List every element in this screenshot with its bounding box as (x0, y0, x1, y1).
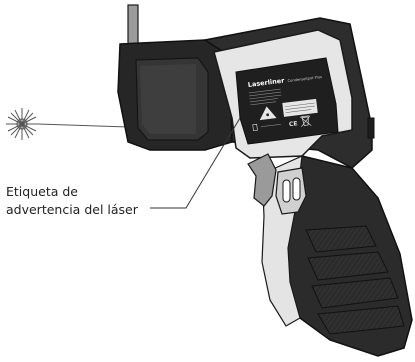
side-button (367, 117, 375, 139)
callout-leader-line (150, 117, 241, 209)
antenna (127, 4, 139, 48)
callout-line-1: Etiqueta de (6, 184, 78, 199)
laser-beam (37, 123, 129, 128)
callout-label: Etiqueta de advertencia del láser (6, 183, 196, 219)
laser-burst-icon (6, 108, 38, 140)
trigger (247, 153, 277, 207)
label-model: CondenseSpot Plus (287, 75, 322, 83)
weee-bin-icon (301, 115, 310, 126)
laser-warning-triangle-icon (259, 106, 277, 121)
handle-grip (305, 225, 405, 335)
warning-label-plate (235, 57, 339, 145)
ce-mark-icon: CE (289, 120, 298, 128)
callout-line-2: advertencia del láser (6, 202, 138, 217)
